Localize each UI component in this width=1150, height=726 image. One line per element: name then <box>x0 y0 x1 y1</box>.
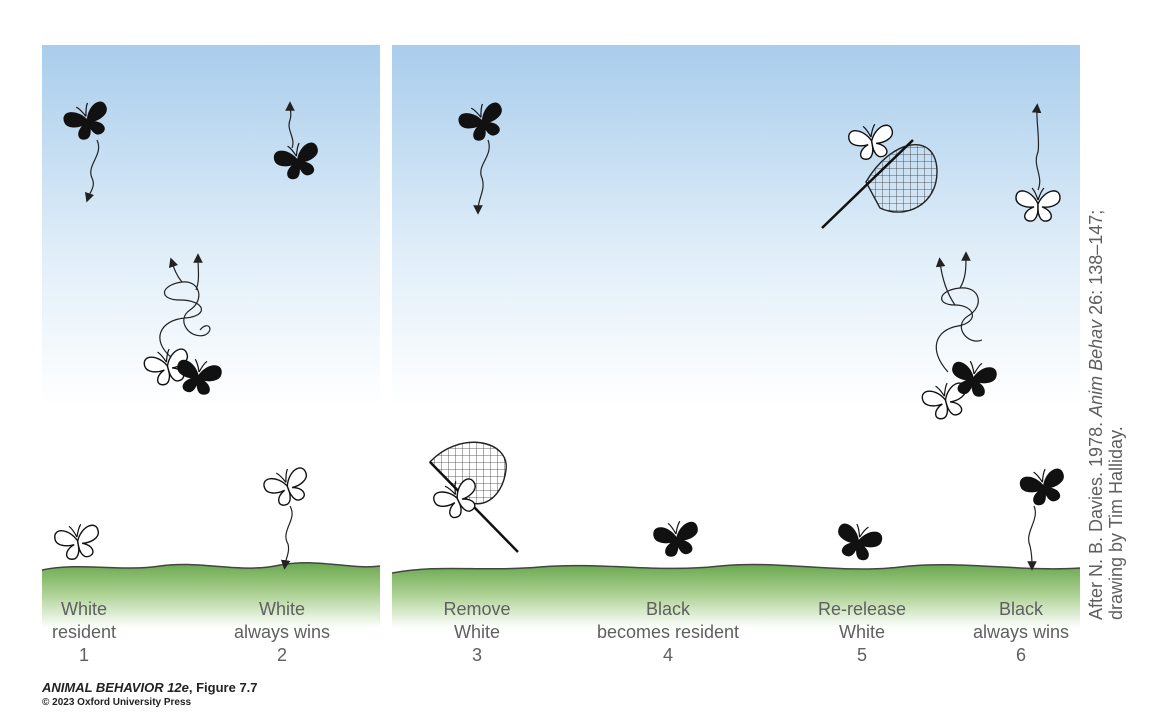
figure-citation: ANIMAL BEHAVIOR 12e, Figure 7.7 <box>42 680 258 695</box>
credit-journal: Anim Behav <box>1086 319 1106 417</box>
caption-line2: becomes resident <box>596 622 740 642</box>
net-icon <box>429 441 507 505</box>
sky-left <box>42 45 380 405</box>
caption-number: 6 <box>1015 645 1026 665</box>
caption-panel-3: Remove White 3 <box>387 598 567 667</box>
caption-number: 4 <box>662 645 673 665</box>
caption-line2: resident <box>51 622 117 642</box>
credit-line-2: drawing by Tim Halliday. <box>1106 426 1126 620</box>
net-icon <box>865 144 938 213</box>
caption-panel-1: White resident 1 <box>0 598 174 667</box>
caption-panel-5: Re-release White 5 <box>772 598 952 667</box>
credit-prefix: After N. B. Davies. 1978. <box>1086 416 1106 620</box>
caption-line1: Re-release <box>817 599 907 619</box>
caption-number: 3 <box>471 645 482 665</box>
caption-line1: Black <box>998 599 1043 619</box>
butterfly-white-resident-icon <box>52 520 103 563</box>
source-credit: After N. B. Davies. 1978. Anim Behav 26:… <box>1086 30 1126 620</box>
caption-line2: always wins <box>233 622 331 642</box>
caption-number: 2 <box>276 645 287 665</box>
caption-line1: White <box>258 599 305 619</box>
butterfly-black-resident-icon <box>832 519 885 564</box>
credit-suffix: 26: 138–147; <box>1086 209 1106 320</box>
caption-panel-6: Black always wins 6 <box>931 598 1111 667</box>
sky-right <box>392 45 1080 405</box>
caption-line2: always wins <box>972 622 1070 642</box>
caption-panel-4: Black becomes resident 4 <box>578 598 758 667</box>
copyright: © 2023 Oxford University Press <box>42 697 192 708</box>
butterfly-white-icon <box>260 462 315 511</box>
caption-line1: Remove <box>443 599 511 619</box>
spiral-flight-path <box>935 287 983 373</box>
caption-line2: White <box>453 622 500 642</box>
butterfly-black-icon <box>1017 464 1070 509</box>
caption-line1: White <box>60 599 107 619</box>
caption-number: 5 <box>856 645 867 665</box>
caption-panel-2: White always wins 2 <box>192 598 372 667</box>
caption-line2: White <box>838 622 885 642</box>
ground-left <box>42 562 380 628</box>
figure-number: , Figure 7.7 <box>188 680 258 695</box>
book-title: ANIMAL BEHAVIOR 12e <box>42 680 189 695</box>
caption-number: 1 <box>78 645 89 665</box>
butterfly-black-resident-icon <box>651 517 702 560</box>
credit-line-1: After N. B. Davies. 1978. Anim Behav 26:… <box>1086 30 1106 620</box>
ground-right <box>392 564 1080 628</box>
caption-line1: Black <box>645 599 690 619</box>
